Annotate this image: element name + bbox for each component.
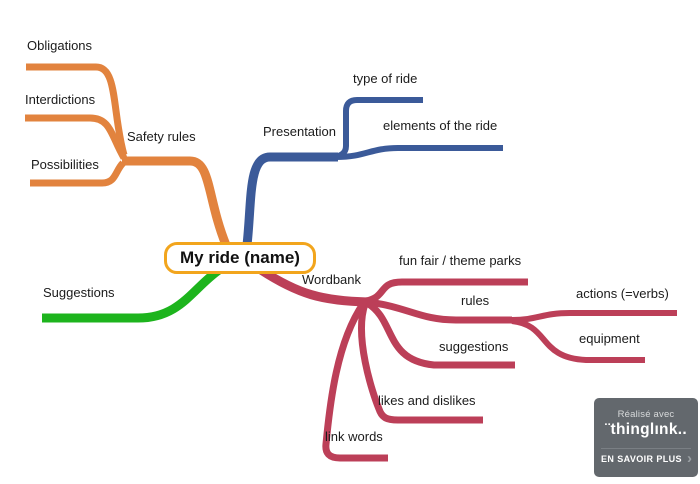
chevron-right-icon: › (687, 450, 692, 467)
node-label-equipment: equipment (579, 331, 640, 346)
likes-dislikes-line (358, 302, 483, 424)
node-label-possibilities: Possibilities (31, 157, 99, 172)
central-topic-label: My ride (name) (180, 248, 300, 267)
node-label-suggestions-right: suggestions (439, 339, 509, 354)
badge-divider (601, 448, 691, 449)
obligations-line (26, 63, 128, 156)
wordbank-trunk-line (258, 266, 369, 307)
learn-more-link[interactable]: EN SAVOIR PLUS (601, 454, 682, 464)
safety-trunk-line (122, 156, 231, 247)
fun-fair-line (365, 278, 528, 305)
node-label-suggestions-left: Suggestions (43, 285, 115, 300)
suggestions-right-line (365, 299, 515, 369)
actions-line (511, 310, 677, 323)
badge-made-with-text: Réalisé avec (617, 409, 675, 420)
badge-cta-row[interactable]: EN SAVOIR PLUS › (594, 449, 698, 467)
node-label-fun-fair: fun fair / theme parks (399, 253, 522, 268)
node-label-actions: actions (=verbs) (576, 286, 669, 301)
node-label-wordbank: Wordbank (302, 272, 362, 287)
node-label-likes-dislikes: likes and dislikes (378, 393, 476, 408)
node-label-rules: rules (461, 293, 490, 308)
rules-line (367, 298, 512, 324)
node-label-type-of-ride: type of ride (353, 71, 418, 86)
thinglink-logo: ¨thinglınk.. (605, 421, 687, 438)
possibilities-line (30, 160, 126, 187)
link-words-line (322, 302, 388, 462)
suggestions-left-line (42, 266, 222, 323)
node-label-obligations: Obligations (27, 38, 93, 53)
thinglink-badge[interactable]: Réalisé avec ¨thinglınk.. EN SAVOIR PLUS… (594, 398, 698, 477)
node-label-link-words: link words (325, 429, 383, 444)
presentation-trunk-line (242, 152, 338, 246)
interdictions-line (25, 114, 128, 160)
elements-of-ride-line (335, 145, 503, 160)
node-label-presentation: Presentation (263, 124, 336, 139)
node-label-interdictions: Interdictions (25, 92, 96, 107)
central-topic-node: My ride (name) (164, 242, 316, 274)
equipment-line (511, 318, 645, 363)
node-label-elements-of-ride: elements of the ride (383, 118, 498, 133)
node-label-safety-rules: Safety rules (127, 129, 196, 144)
